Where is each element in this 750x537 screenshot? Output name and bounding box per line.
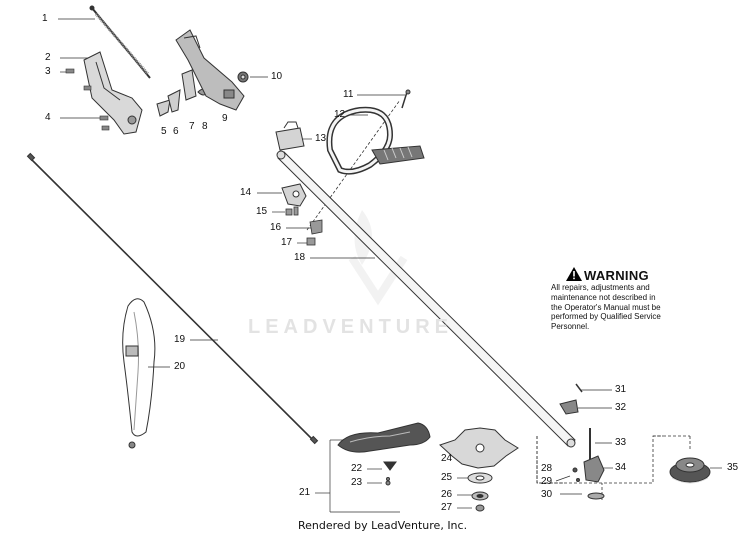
callout-16: 16 [270,222,282,233]
shoulder-strap [122,298,156,449]
callout-1: 1 [42,13,48,24]
throttle-cable [89,5,151,79]
callout-2: 2 [45,52,51,63]
callout-4: 4 [45,112,51,123]
callout-27: 27 [441,502,453,513]
trigger-parts [156,69,209,117]
callout-28: 28 [541,463,553,474]
callout-11: 11 [343,89,354,100]
callout-17: 17 [281,237,293,248]
callout-35: 35 [727,462,739,473]
callout-14: 14 [240,187,252,198]
callout-12: 12 [334,109,346,120]
callout-31: 31 [615,384,627,395]
callout-9: 9 [222,113,228,124]
callout-19: 19 [174,334,186,345]
callout-6: 6 [173,126,179,137]
drive-shaft-tube [276,150,576,448]
blade-hardware [467,472,493,512]
callout-20: 20 [174,361,186,372]
callout-30: 30 [541,489,553,500]
callout-24: 24 [441,453,453,464]
handle-housing [83,51,143,135]
bolt [401,89,411,109]
handle-right [175,29,245,111]
callout-18: 18 [294,252,306,263]
callout-8: 8 [202,121,208,132]
gearhead [559,383,605,500]
callout-25: 25 [441,472,453,483]
drive-cable [26,152,319,445]
trimmer-head [669,457,711,484]
callout-3: 3 [45,66,51,77]
warning-triangle-icon [566,267,582,281]
callout-32: 32 [615,402,627,413]
callout-34: 34 [615,462,627,473]
callout-26: 26 [441,489,453,500]
callout-7: 7 [189,121,195,132]
callout-22: 22 [351,463,363,474]
callout-5: 5 [161,126,167,137]
bracket-hardware [285,206,323,246]
warning-text: All repairs, adjustments and maintenance… [551,283,661,332]
bracket [281,183,307,207]
callout-23: 23 [351,477,363,488]
callout-29: 29 [541,476,553,487]
small-screws [65,68,110,131]
footer-credit: Rendered by LeadVenture, Inc. [298,519,468,532]
callout-13: 13 [315,133,327,144]
trimmer-guard [337,422,431,486]
loop-handle [326,106,425,175]
callout-15: 15 [256,206,268,217]
handle-clamp [275,121,305,151]
warning-title: WARNING [584,268,649,283]
watermark-text: LEADVENTURE [248,316,454,338]
callout-33: 33 [615,437,627,448]
knob [237,71,249,83]
callout-10: 10 [271,71,283,82]
blade [439,427,519,469]
callout-21: 21 [299,487,311,498]
